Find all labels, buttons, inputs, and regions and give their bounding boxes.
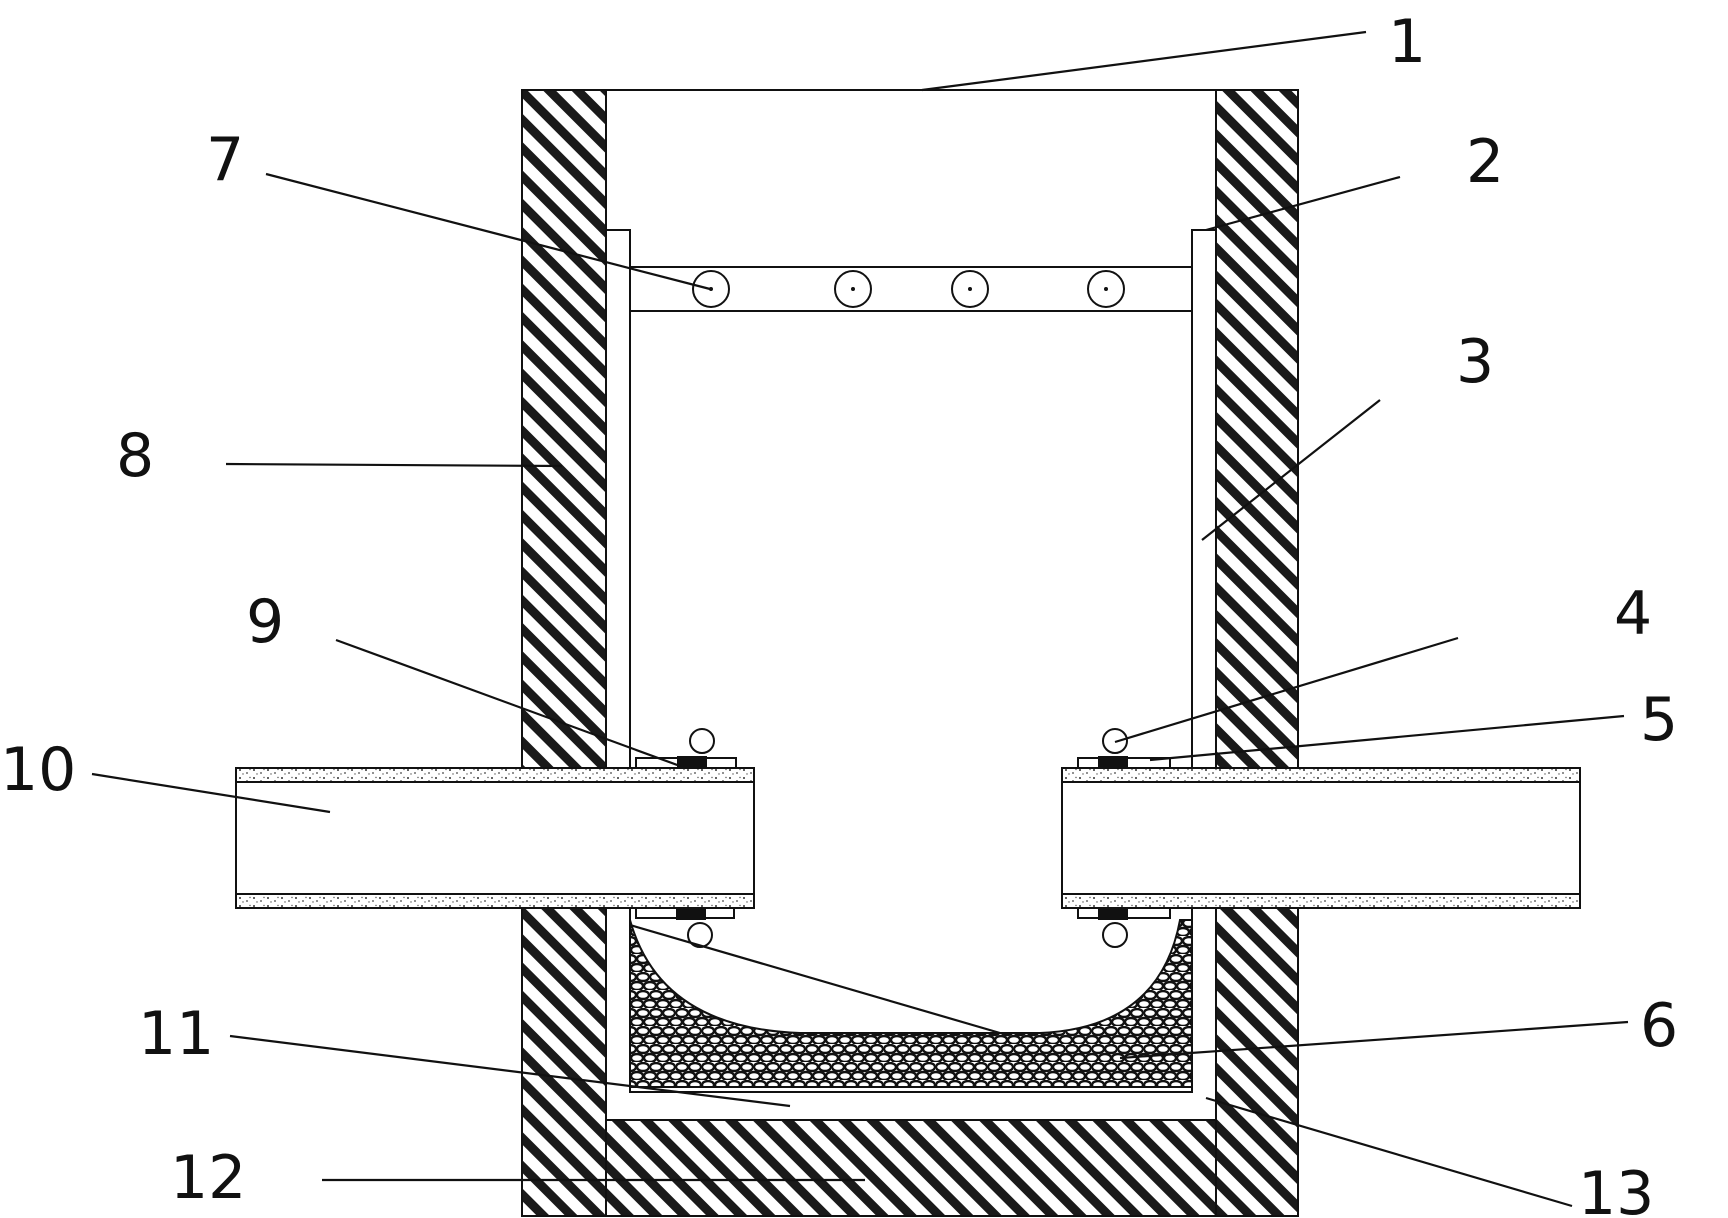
label-8: 8 [116, 421, 154, 491]
leader-2 [1205, 175, 1401, 232]
label-10: 10 [0, 735, 76, 805]
label-1: 1 [1388, 7, 1426, 77]
leader-5 [1149, 714, 1625, 762]
pipe-right [1061, 767, 1581, 909]
pipe-left [235, 767, 755, 909]
leader-11 [229, 1034, 791, 1108]
label-11: 11 [138, 999, 214, 1069]
label-5: 5 [1640, 685, 1678, 755]
label-7: 7 [206, 125, 244, 195]
leader-4 [1114, 636, 1459, 744]
leader-13 [1205, 1096, 1573, 1208]
label-13: 13 [1578, 1159, 1654, 1218]
clamp-top-right [1077, 728, 1171, 769]
label-6: 6 [1640, 991, 1678, 1061]
leader-filter-curve [629, 923, 1001, 1035]
clamp-bottom-left [635, 907, 735, 948]
label-2: 2 [1466, 127, 1504, 197]
leader-lines [91, 30, 1629, 1208]
label-12: 12 [170, 1143, 246, 1213]
top-support-bar [630, 266, 1192, 312]
leader-9 [335, 638, 681, 768]
leader-8 [225, 462, 563, 468]
gravel-filter [629, 919, 1193, 1088]
label-9: 9 [246, 587, 284, 657]
number-labels: 1 2 3 4 5 6 7 8 9 10 11 12 13 [0, 7, 1678, 1218]
leader-7 [265, 172, 711, 291]
label-4: 4 [1614, 579, 1652, 649]
leader-3 [1201, 399, 1381, 541]
bottom-slab [605, 1119, 1217, 1217]
leader-1 [921, 30, 1367, 92]
leader-6 [1119, 1020, 1629, 1060]
clamp-bottom-right [1077, 907, 1171, 948]
label-3: 3 [1456, 327, 1494, 397]
leader-10 [91, 772, 331, 814]
inner-liner [605, 229, 1217, 771]
clamp-top-left [635, 728, 737, 769]
